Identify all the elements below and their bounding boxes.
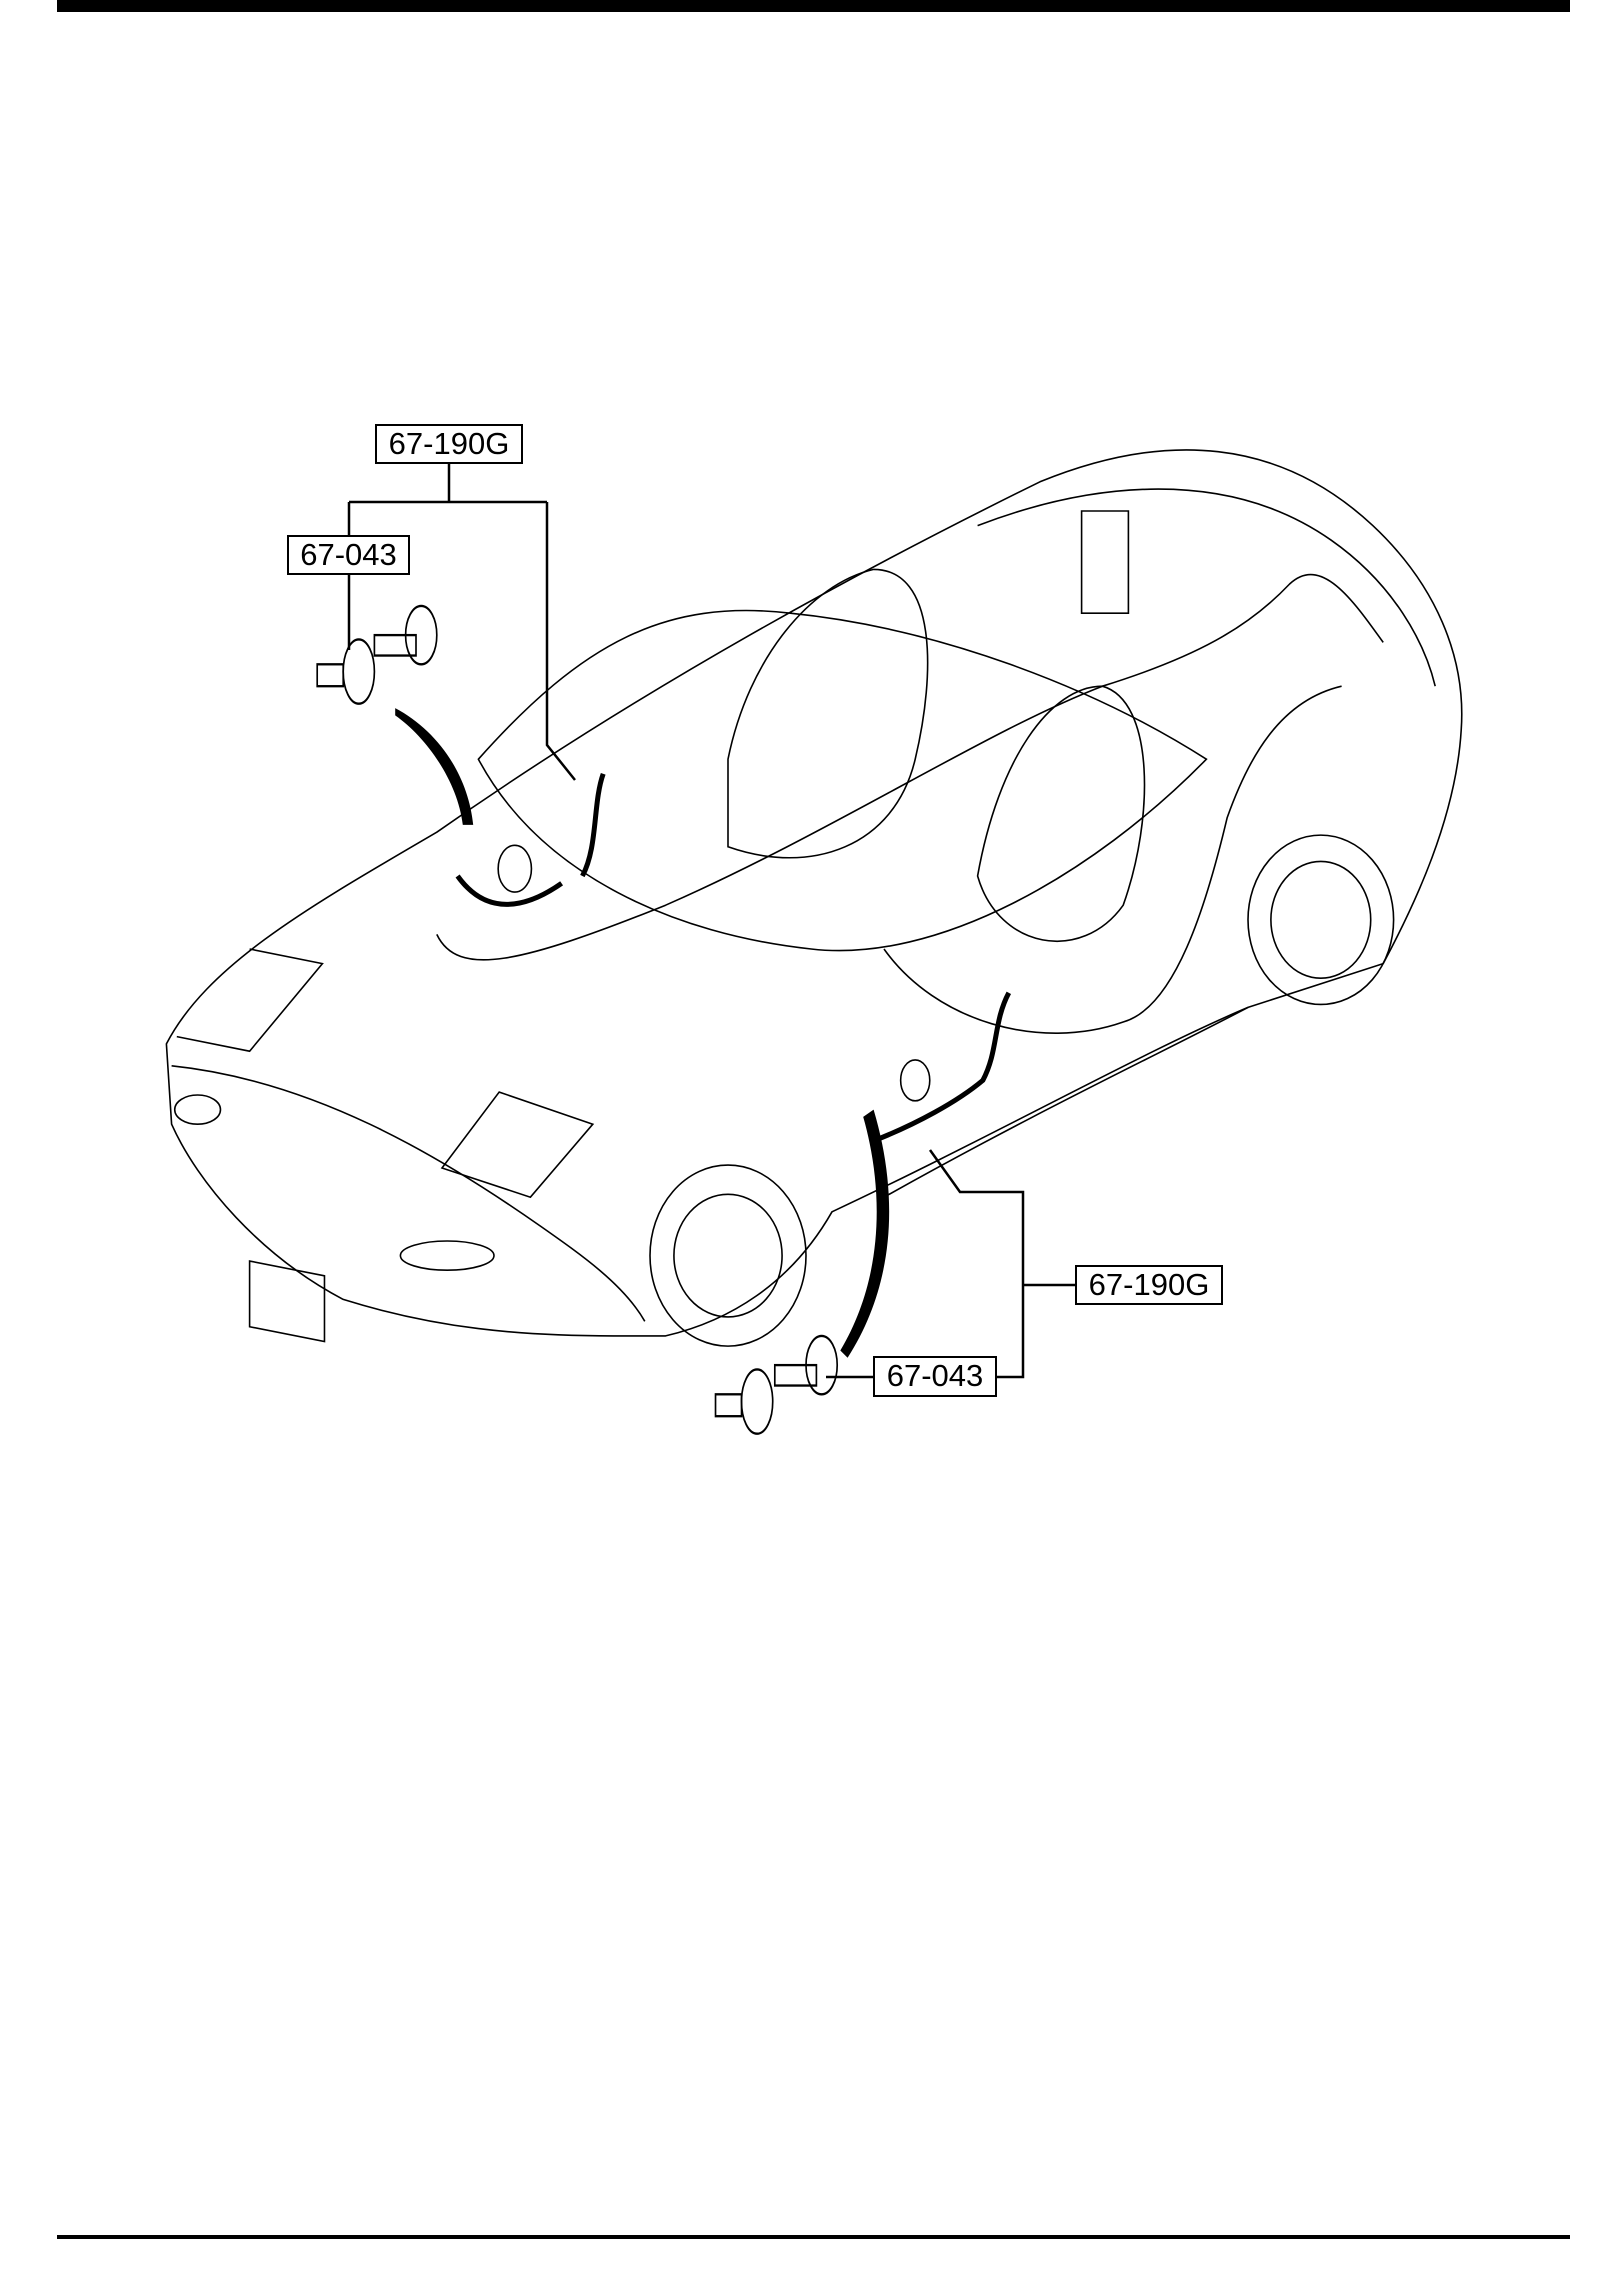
- front-seat-left: [728, 569, 928, 857]
- bulb-lower-icon: [714, 1334, 839, 1435]
- side-marker-socket-upper: [498, 845, 531, 892]
- harness-upper-thick: [458, 774, 604, 905]
- front-wheel-hub: [674, 1194, 782, 1317]
- bulb-upper-icon: [316, 604, 438, 705]
- front-panel-b: [442, 1092, 593, 1197]
- rear-deck: [978, 489, 1436, 686]
- callout-lower-harness[interactable]: 67-190G: [1075, 1265, 1223, 1305]
- windshield: [478, 610, 1206, 950]
- header-rule: [57, 0, 1570, 12]
- callout-lower-bulb[interactable]: 67-043: [873, 1356, 997, 1397]
- rear-wheel-hub: [1271, 861, 1371, 978]
- battery: [1082, 511, 1129, 613]
- front-seat-right: [978, 686, 1145, 941]
- hood-line: [172, 1066, 645, 1322]
- callout-upper-bulb[interactable]: 67-043: [287, 535, 410, 575]
- side-harness: [884, 686, 1342, 1033]
- side-marker-socket-lower: [901, 1060, 930, 1101]
- footer-rule: [57, 2235, 1570, 2239]
- main-harness: [437, 575, 1383, 960]
- car-body-outline: [166, 450, 1461, 1336]
- rear-wheel: [1248, 835, 1394, 1004]
- leader-lines: [347, 464, 1075, 1379]
- headlight-left: [175, 1095, 221, 1124]
- harness-lower-thick: [879, 993, 1009, 1139]
- license-plate: [250, 1261, 325, 1341]
- fog-light: [400, 1241, 494, 1270]
- arrow-upper: [395, 708, 474, 825]
- side-sill: [884, 1007, 1248, 1197]
- front-wheel: [650, 1165, 806, 1346]
- front-panel-a: [177, 949, 323, 1051]
- callout-upper-harness[interactable]: 67-190G: [375, 424, 523, 464]
- arrow-lower: [840, 1109, 890, 1358]
